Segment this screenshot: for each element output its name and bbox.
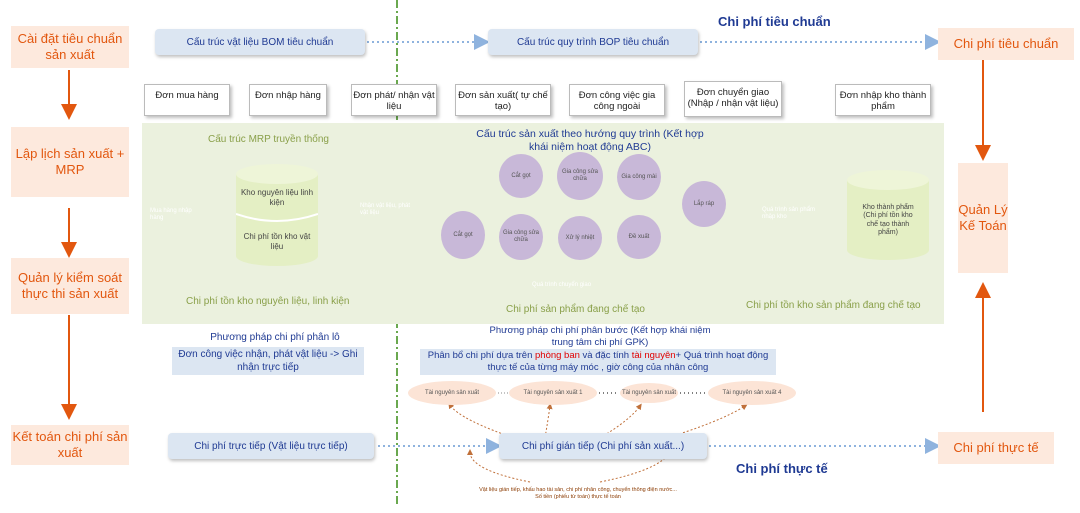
material-inventory-cost-label: Chi phí tồn kho vật liệu <box>243 232 311 251</box>
process-node-proposal: Đề xuất <box>617 215 661 259</box>
allocation-box: Phân bổ chi phí dựa trên phòng ban và đặ… <box>420 349 776 375</box>
bop-label: Cấu trúc quy trình BOP tiêu chuẩn <box>516 36 670 48</box>
process-node-machining-repair: Gia công sửa chữa <box>557 152 603 200</box>
document-receipt: Đơn nhập hàng <box>249 84 327 116</box>
arrow-finished-label: Quá trình sản phẩm nhập kho <box>762 207 816 220</box>
step-scheduling-mrp: Lập lịch sản xuất + MRP <box>11 127 129 197</box>
job-costing-box: Đơn công việc nhận, phát vật liệu -> Ghi… <box>172 347 364 375</box>
document-label: Đơn chuyển giao (Nhập / nhận vật liệu) <box>687 87 779 110</box>
allocation-text-2: và đặc tính <box>579 350 632 361</box>
process-node-label: Cắt gọt <box>453 231 473 238</box>
document-purchase-order: Đơn mua hàng <box>144 84 230 116</box>
document-label: Đơn nhập kho thành phẩm <box>839 90 927 113</box>
resource-ellipse-4: Tài nguyên sản xuất 4 <box>708 381 796 405</box>
document-finished-goods-receipt: Đơn nhập kho thành phẩm <box>835 84 931 116</box>
allocation-department: phòng ban <box>535 350 580 361</box>
resource-label: Tài nguyên sản xuất <box>621 389 677 396</box>
material-warehouse-cylinder: Kho nguyên liệu linh kiện Chi phí tồn kh… <box>236 164 318 266</box>
arrow-transfer-label: Quá trình chuyển giao <box>532 282 592 288</box>
process-node-machining-repair-2: Gia công sửa chữa <box>499 214 543 260</box>
direct-cost-label: Chi phí trực tiếp (Vật liệu trực tiếp) <box>194 440 348 452</box>
standard-cost-box: Chi phí tiêu chuẩn <box>938 28 1074 60</box>
finished-goods-label: Kho thành phẩm (Chi phí tồn kho chế tạo … <box>862 204 914 237</box>
material-warehouse-label: Kho nguyên liệu linh kiện <box>240 188 314 207</box>
process-node-label: Xử lý nhiệt <box>565 234 595 241</box>
step-standard-setup: Cài đặt tiêu chuẩn sản xuất <box>11 26 129 68</box>
footnote-line-2: Số tiền (phiếu từ toán) thực tế toán <box>535 494 621 501</box>
process-node-label: Gia công sửa chữa <box>502 230 540 243</box>
document-label: Đơn phát/ nhận vật liệu <box>353 90 435 113</box>
actual-cost-heading: Chi phí thực tế <box>736 461 828 476</box>
process-title: Cấu trúc sản xuất theo hướng quy trình (… <box>476 128 704 154</box>
arrow-issue-label: Nhận vật liệu, phát vật liệu <box>360 203 411 216</box>
bom-label: Cấu trúc vật liệu BOM tiêu chuẩn <box>186 36 334 48</box>
standard-cost-heading: Chi phí tiêu chuẩn <box>718 14 831 29</box>
resource-ellipse-3: Tài nguyên sản xuất <box>620 383 678 403</box>
actual-cost-box: Chi phí thực tế <box>938 432 1054 464</box>
process-node-heat-treatment: Xử lý nhiệt <box>558 216 602 260</box>
bom-box: Cấu trúc vật liệu BOM tiêu chuẩn <box>155 29 365 55</box>
document-label: Đơn công việc gia công ngoài <box>578 90 656 113</box>
direct-cost-box: Chi phí trực tiếp (Vật liệu trực tiếp) <box>168 433 374 459</box>
step-cost-settlement: Kết toán chi phí sản xuất <box>11 425 129 465</box>
step-cost-settlement-label: Kết toán chi phí sản xuất <box>12 428 128 460</box>
material-inventory-cost-caption: Chi phí tồn kho nguyên liệu, linh kiện <box>186 296 350 307</box>
step-execution-control: Quản lý kiểm soát thực thi sản xuất <box>11 258 129 314</box>
process-node-cutting: Cắt gọt <box>499 154 543 198</box>
resource-label: Tài nguyên sản xuất 1 <box>523 389 583 396</box>
document-transfer: Đơn chuyển giao (Nhập / nhận vật liệu) <box>684 81 782 117</box>
resource-label: Tài nguyên sản xuất <box>424 389 480 396</box>
document-material-issue: Đơn phát/ nhận vật liệu <box>351 84 437 116</box>
standard-cost-label: Chi phí tiêu chuẩn <box>953 35 1059 51</box>
job-costing-method: Phương pháp chi phí phân lô <box>210 332 340 343</box>
resource-ellipse-2: Tài nguyên sản xuất 1 <box>509 381 597 405</box>
resource-label: Tài nguyên sản xuất 4 <box>722 389 782 396</box>
process-node-cutting-start: Cắt gọt <box>441 211 485 259</box>
allocation-text-3: + Quá trình hoạt động thực tế của từng m… <box>487 350 769 373</box>
process-node-label: Lắp ráp <box>693 200 715 207</box>
allocation-resource: tài nguyên <box>631 350 676 361</box>
document-label: Đơn mua hàng <box>155 90 219 101</box>
bop-box: Cấu trúc quy trình BOP tiêu chuẩn <box>488 29 698 55</box>
accounting-box: Quản Lý Kế Toán <box>958 163 1008 273</box>
fg-inventory-cost-caption: Chi phí tồn kho sản phẩm đang chế tạo <box>746 300 921 311</box>
footnote-line-1: Vật liệu gián tiếp, khấu hao tài sản, ch… <box>479 487 677 493</box>
accounting-label: Quản Lý Kế Toán <box>958 201 1008 233</box>
process-node-grinding: Gia công mài <box>617 154 661 200</box>
arrow-purchase-label: Mua hàng nhập hàng <box>150 208 192 221</box>
mrp-title: Cấu trúc MRP truyền thống <box>208 134 329 145</box>
process-node-label: Gia công mài <box>621 173 657 180</box>
wip-cost-caption: Chi phí sản phẩm đang chế tạo <box>506 304 645 315</box>
process-node-label: Đề xuất <box>628 233 650 240</box>
indirect-cost-label: Chi phí gián tiếp (Chi phí sản xuất...) <box>521 440 685 452</box>
step-execution-control-label: Quản lý kiểm soát thực thi sản xuất <box>17 269 123 301</box>
document-label: Đơn nhập hàng <box>255 90 321 101</box>
actual-cost-label: Chi phí thực tế <box>953 439 1039 455</box>
step-standard-setup-label: Cài đặt tiêu chuẩn sản xuất <box>17 30 123 62</box>
process-node-assembly: Lắp ráp <box>682 181 726 227</box>
footnote: Vật liệu gián tiếp, khấu hao tài sản, ch… <box>448 487 708 501</box>
process-costing-method: Phương pháp chi phí phân bước (Kết hợp k… <box>489 325 711 348</box>
process-node-label: Gia công sửa chữa <box>561 169 599 182</box>
allocation-text-1: Phân bổ chi phí dựa trên <box>427 350 535 361</box>
finished-goods-cylinder: Kho thành phẩm (Chi phí tồn kho chế tạo … <box>847 170 929 260</box>
process-node-label: Cắt gọt <box>511 172 531 179</box>
job-costing-box-label: Đơn công việc nhận, phát vật liệu -> Ghi… <box>178 349 358 373</box>
document-production-order: Đơn sản xuất( tự chế tạo) <box>455 84 551 116</box>
document-label: Đơn sản xuất( tự chế tạo) <box>458 90 548 113</box>
step-scheduling-mrp-label: Lập lịch sản xuất + MRP <box>15 145 125 177</box>
resource-ellipse-1: Tài nguyên sản xuất <box>408 381 496 405</box>
indirect-cost-box: Chi phí gián tiếp (Chi phí sản xuất...) <box>499 433 707 459</box>
document-outsourcing: Đơn công việc gia công ngoài <box>569 84 665 116</box>
